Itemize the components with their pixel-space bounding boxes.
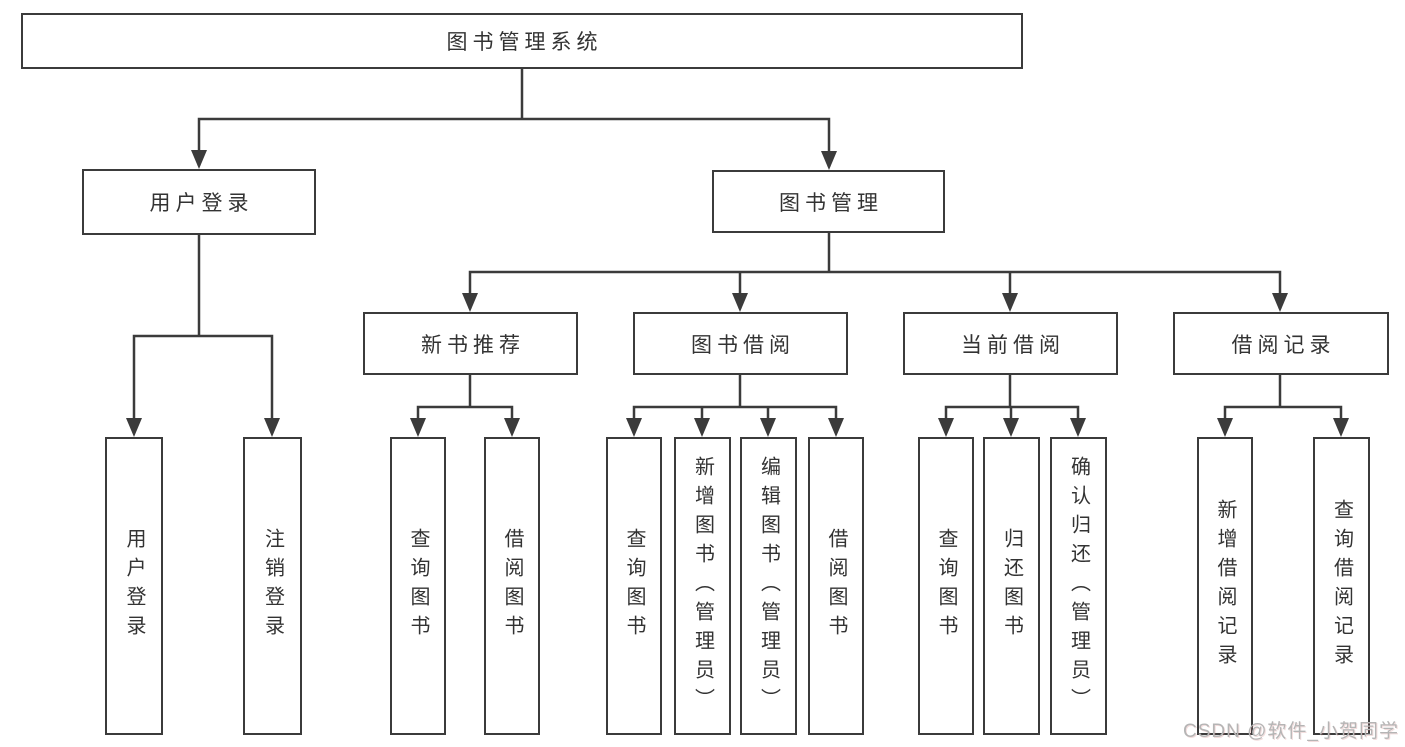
node-leaf-logout: 注销登录 bbox=[243, 437, 302, 735]
node-leaf-return-books: 归还图书 bbox=[983, 437, 1040, 735]
node-leaf-borrow-books-1: 借阅图书 bbox=[484, 437, 540, 735]
connector-lines bbox=[132, 69, 1343, 433]
node-current-borrowing: 当前借阅 bbox=[903, 312, 1118, 375]
node-new-book-recommendation: 新书推荐 bbox=[363, 312, 578, 375]
node-book-management: 图书管理 bbox=[712, 170, 945, 233]
node-leaf-query-books-3: 查询图书 bbox=[918, 437, 974, 735]
node-book-management-system: 图书管理系统 bbox=[21, 13, 1023, 69]
node-leaf-add-books-admin: 新增图书（管理员） bbox=[674, 437, 731, 735]
node-leaf-borrow-books-2: 借阅图书 bbox=[808, 437, 864, 735]
node-book-borrowing: 图书借阅 bbox=[633, 312, 848, 375]
node-user-login: 用户登录 bbox=[82, 169, 316, 235]
csdn-watermark: CSDN @软件_小贺同学 bbox=[1183, 721, 1399, 742]
node-leaf-confirm-return-admin: 确认归还（管理员） bbox=[1050, 437, 1107, 735]
node-leaf-user-login: 用户登录 bbox=[105, 437, 163, 735]
node-borrowing-records: 借阅记录 bbox=[1173, 312, 1389, 375]
node-leaf-query-books-2: 查询图书 bbox=[606, 437, 662, 735]
node-leaf-query-borrow-record: 查询借阅记录 bbox=[1313, 437, 1370, 735]
node-leaf-query-books-1: 查询图书 bbox=[390, 437, 446, 735]
node-leaf-edit-books-admin: 编辑图书（管理员） bbox=[740, 437, 797, 735]
node-leaf-add-borrow-record: 新增借阅记录 bbox=[1197, 437, 1253, 735]
